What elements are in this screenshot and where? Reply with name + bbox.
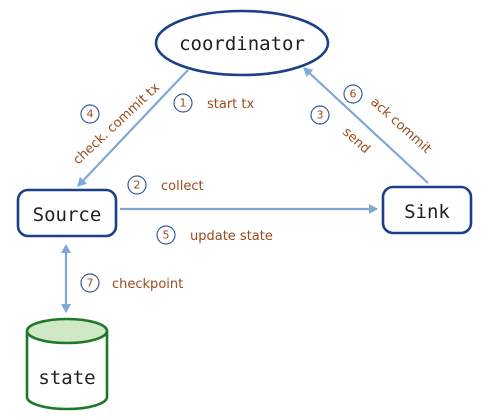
step-5-label: update state — [190, 229, 273, 244]
coordinator-label: coordinator — [179, 33, 305, 55]
step-4-number: 4 — [87, 108, 94, 121]
step-4-label: check. commit tx — [70, 80, 163, 168]
step-2-number: 2 — [134, 179, 141, 192]
step-6-label: ack commit — [367, 95, 433, 157]
step-5-update-state: 5 update state — [156, 225, 273, 245]
step-1-start-tx: 1 start tx — [173, 93, 255, 113]
step-3-label: send — [339, 125, 372, 157]
step-7-number: 7 — [87, 277, 94, 290]
state-label: state — [38, 367, 95, 389]
step-6-number: 6 — [350, 88, 357, 101]
source-node: Source — [16, 188, 118, 238]
step-1-number: 1 — [180, 97, 187, 110]
sink-label: Sink — [404, 201, 450, 223]
edge-coordinator-to-source — [77, 69, 189, 187]
sink-node: Sink — [381, 185, 473, 235]
step-3-number: 3 — [317, 109, 324, 122]
step-1-label: start tx — [207, 97, 255, 112]
step-2-collect: 2 collect — [127, 175, 204, 195]
step-3-send: 3 send — [310, 105, 373, 157]
coordinator-node: coordinator — [154, 9, 330, 77]
edge-sink-to-coordinator — [303, 67, 429, 184]
step-2-label: collect — [161, 179, 204, 194]
step-7-label: checkpoint — [112, 277, 183, 292]
step-5-number: 5 — [163, 229, 170, 242]
step-7-checkpoint: 7 checkpoint — [80, 273, 183, 293]
source-label: Source — [33, 204, 102, 226]
state-database: state — [25, 317, 109, 411]
step-4-check-commit-tx: 4 check. commit tx — [70, 80, 163, 168]
